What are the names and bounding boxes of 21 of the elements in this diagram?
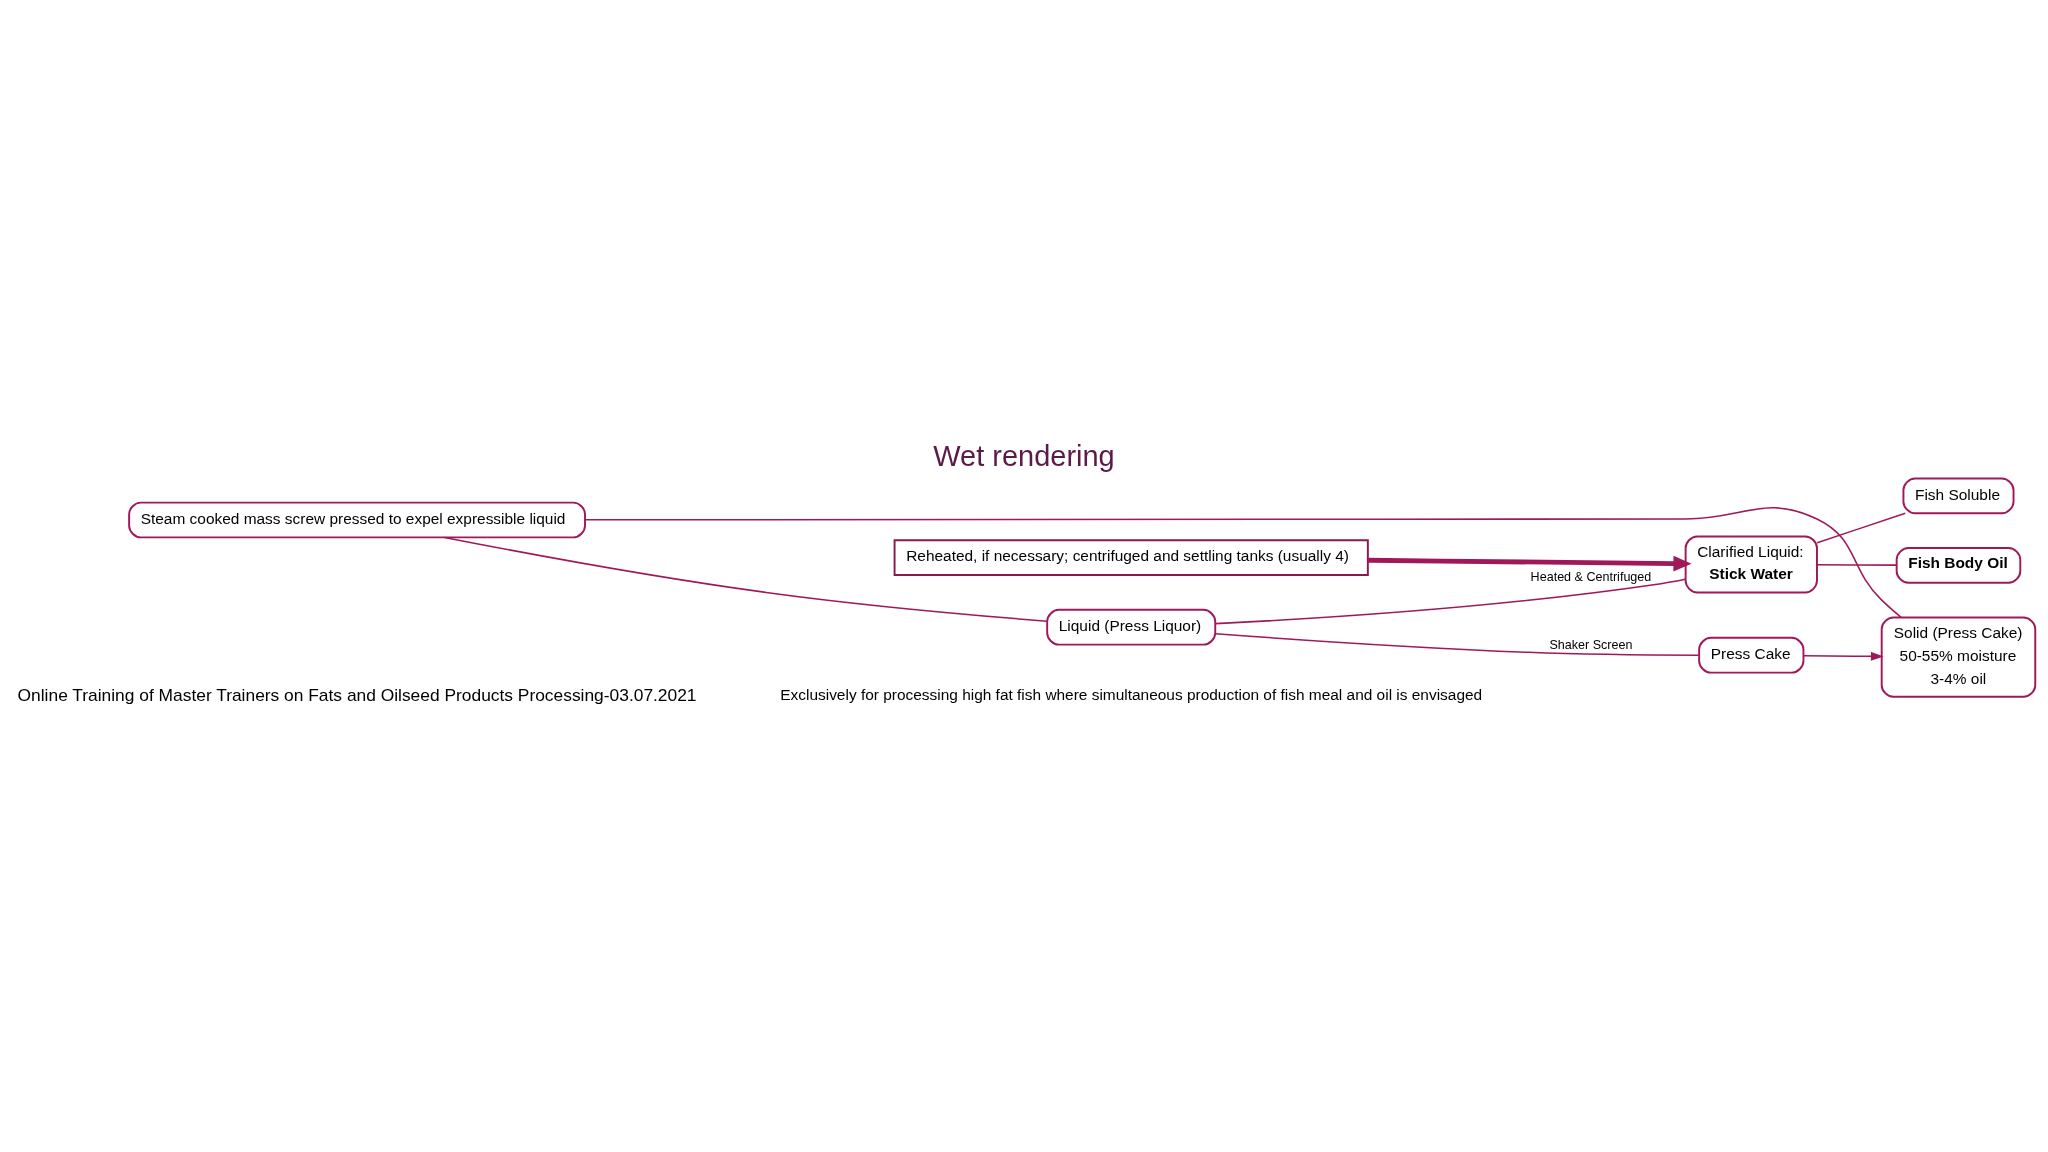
connector [584, 506, 1902, 618]
node-box: Press Cake [1698, 636, 1805, 674]
node-box: Solid (Press Cake) 50-55% moisture 3-4% oil [1880, 616, 2037, 698]
node-box: Reheated, if necessary; centrifuged and settling tanks (usually 4) [893, 538, 1369, 576]
node-box: Fish Soluble [1902, 477, 2015, 514]
connector [1816, 563, 1898, 566]
node-box: Steam cooked mass screw pressed to expel expressible liquid [128, 501, 586, 538]
node-box: Liquid (Press Liquor) [1046, 608, 1217, 646]
diagram-title: Wet rendering [933, 439, 1115, 472]
arrow [1368, 555, 1692, 571]
arrow [1802, 651, 1884, 661]
edge-label: Shaker Screen [1549, 637, 1633, 652]
connector [1214, 577, 1687, 624]
node-box: Fish Body Oil [1895, 546, 2022, 584]
node-box: Clarified Liquid: Stick Water [1684, 534, 1818, 593]
connector [1214, 632, 1700, 656]
label: Online Training of Master Trainers on Fats and Oilseed Products Processing-03.07.2021 [17, 684, 697, 705]
connector [443, 536, 1048, 622]
connector [1816, 512, 1907, 543]
label: Exclusively for processing high fat fish where simultaneous production of fish meal and oil is envisaged [780, 685, 1483, 703]
edge-label: Heated & Centrifuged [1530, 569, 1652, 584]
